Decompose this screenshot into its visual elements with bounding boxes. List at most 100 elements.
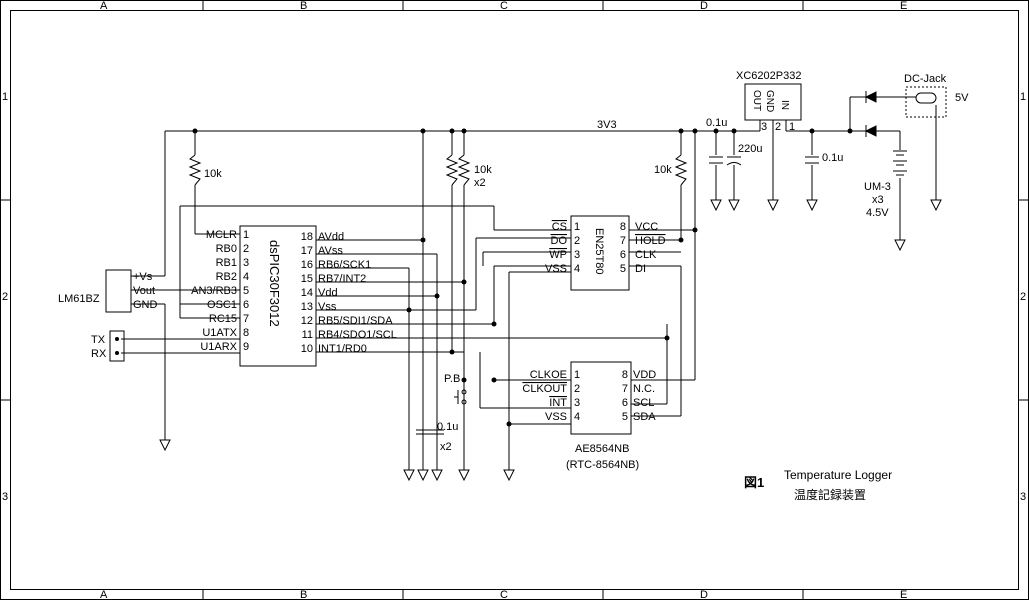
battery-voltage: 4.5V xyxy=(866,207,889,219)
mcu-right-label-1: AVss xyxy=(318,245,343,257)
wires xyxy=(121,96,937,470)
mcu-right-num-1: 17 xyxy=(301,245,313,257)
eep-right-num-3: 5 xyxy=(620,263,626,275)
battery xyxy=(893,150,907,176)
regulator-num-2: 2 xyxy=(775,121,781,133)
mcu-right-num-6: 12 xyxy=(301,315,313,327)
serial-connector xyxy=(109,330,125,362)
rtc-right-num-3: 5 xyxy=(622,411,628,423)
mcu-left-label-5: OSC1 xyxy=(207,299,237,311)
col-e-top: E xyxy=(900,0,907,12)
mcu-right-num-2: 16 xyxy=(301,259,313,271)
rtc-left-label-0: CLKOE xyxy=(530,369,567,381)
mcu-left-label-1: RB0 xyxy=(216,243,237,255)
rtc-left-num-3: 4 xyxy=(574,411,580,423)
eep-right-num-0: 8 xyxy=(620,221,626,233)
mcu-right-label-7: RB4/SDO1/SCL xyxy=(318,329,397,341)
c-dec-count: x2 xyxy=(440,441,452,453)
regulator-pin-out: OUT xyxy=(751,90,762,111)
mcu-left-num-3: 4 xyxy=(243,271,249,283)
mcu-right-label-8: INT1/RD0 xyxy=(318,343,367,355)
eep-left-label-0: CS xyxy=(552,221,567,233)
diodes[interactable] xyxy=(864,91,877,137)
mcu-right-num-8: 10 xyxy=(301,343,313,355)
mcu-right-label-3: RB7/INT2 xyxy=(318,273,366,285)
col-a-bottom: A xyxy=(100,589,108,600)
mcu-right-num-5: 13 xyxy=(301,301,313,313)
mcu-left-num-2: 3 xyxy=(243,257,249,269)
r-mclr-label: 10k xyxy=(204,168,222,180)
c-out-label: 0.1u xyxy=(822,152,843,164)
row-3-left: 3 xyxy=(2,491,8,503)
regulator-name: XC6202P332 xyxy=(736,70,801,82)
rtc-right-num-1: 7 xyxy=(622,383,628,395)
col-b-bottom: B xyxy=(300,589,307,600)
rtc-left-label-2: INT xyxy=(549,397,567,409)
rtc-right-num-0: 8 xyxy=(622,369,628,381)
row-2-left: 2 xyxy=(2,291,8,303)
serial-tx-label: TX xyxy=(91,334,106,346)
eep-right-label-2: CLK xyxy=(635,249,657,261)
mcu-left-label-7: U1ATX xyxy=(202,327,237,339)
rtc-right-label-0: VDD xyxy=(633,369,656,381)
mcu-left-num-8: 9 xyxy=(243,341,249,353)
r-pullup-count: x2 xyxy=(474,177,486,189)
regulator-pin-in: IN xyxy=(779,100,790,110)
rtc-name: AE8564NB xyxy=(575,443,629,455)
mcu-right-label-4: Vdd xyxy=(318,287,338,299)
mcu-right-num-4: 14 xyxy=(301,287,313,299)
rtc-left-label-1: CLKOUT xyxy=(522,383,567,395)
caption-english: Temperature Logger xyxy=(784,468,892,482)
dc-jack[interactable] xyxy=(905,86,947,118)
mcu-left-num-7: 8 xyxy=(243,327,249,339)
eep-left-label-3: VSS xyxy=(545,263,567,275)
mcu-left-pins: 1MCLR2RB03RB14RB25AN3/RB36OSC17RC158U1AT… xyxy=(191,229,249,353)
r-pullup-label: 10k xyxy=(474,164,492,176)
mcu-left-label-0: MCLR xyxy=(206,229,237,241)
mcu-left-label-2: RB1 xyxy=(216,257,237,269)
col-b-top: B xyxy=(300,0,307,12)
sensor-pin-vout: Vout xyxy=(133,285,155,297)
eep-right-num-2: 6 xyxy=(620,249,626,261)
r-eeprom-label: 10k xyxy=(654,164,672,176)
c-dec-label: 0.1u xyxy=(437,421,458,433)
button-label: P.B xyxy=(444,373,460,385)
rail-label: 3V3 xyxy=(597,119,617,131)
inner-frame xyxy=(10,10,1019,590)
eep-left-label-2: WP xyxy=(549,249,567,261)
eep-left-num-0: 1 xyxy=(574,221,580,233)
eep-left-label-1: DO xyxy=(551,235,568,247)
mcu-name: dsPIC30F3012 xyxy=(267,240,282,327)
regulator-pin-gnd: GND xyxy=(764,90,775,112)
battery-label: UM-3 xyxy=(864,181,891,193)
rtc-left-num-2: 3 xyxy=(574,397,580,409)
row-1-right: 1 xyxy=(1020,91,1026,103)
sensor-pin-vs: +Vs xyxy=(133,271,153,283)
sensor-pin-gnd: GND xyxy=(133,299,158,311)
mcu-left-label-8: U1ARX xyxy=(200,341,237,353)
resistors xyxy=(188,154,688,186)
regulator-num-3: 3 xyxy=(761,121,767,133)
regulator-num-1: 1 xyxy=(789,121,795,133)
col-e-bottom: E xyxy=(900,589,907,600)
vin-label: 5V xyxy=(955,92,969,104)
regulator-body xyxy=(744,83,802,121)
mcu-left-num-4: 5 xyxy=(243,285,249,297)
col-c-top: C xyxy=(500,0,508,12)
figure-number: 図1 xyxy=(744,475,764,490)
mcu-left-num-6: 7 xyxy=(243,313,249,325)
mcu-left-num-5: 6 xyxy=(243,299,249,311)
rtc-right-label-1: N.C. xyxy=(633,383,655,395)
mcu-right-label-6: RB5/SDI1/SDA xyxy=(318,315,393,327)
push-button xyxy=(454,389,467,405)
mcu-right-label-5: Vss xyxy=(318,301,337,313)
eep-left-num-2: 3 xyxy=(574,249,580,261)
rtc-body xyxy=(570,361,632,435)
mcu-right-label-2: RB6/SCK1 xyxy=(318,259,371,271)
